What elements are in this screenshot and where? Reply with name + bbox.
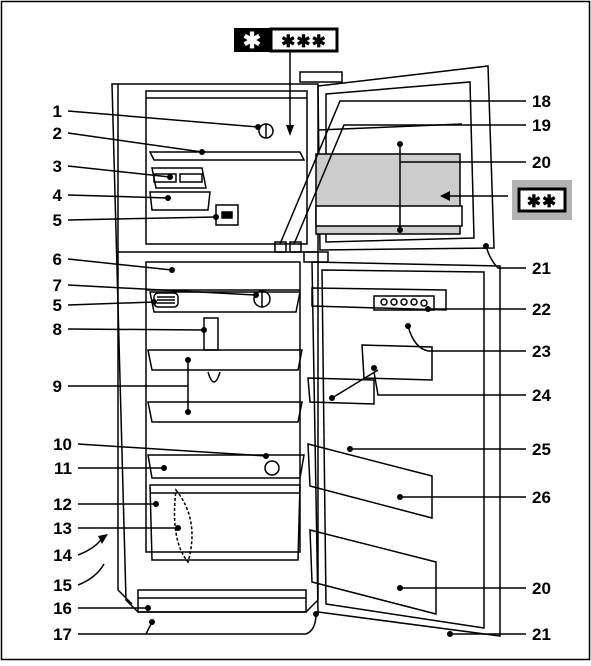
callout-2: 2 [53,124,62,143]
callout-18: 18 [532,92,551,111]
callout-15: 15 [53,576,72,595]
callout-1: 1 [53,102,62,121]
freezer-door [274,65,495,263]
callout-21: 21 [532,259,551,278]
freezer-door-rating-symbol: ✱✱ [440,180,572,220]
leader-lines-right [279,100,526,635]
freezer-rating-stars: ✱✱✱ [281,32,327,51]
callout-3: 3 [53,157,62,176]
callout-24: 24 [532,386,551,405]
callout-22: 22 [532,300,551,319]
callout-23: 23 [532,342,551,361]
cabinet [111,83,319,613]
callout-26: 26 [532,488,551,507]
callout-19: 19 [532,116,551,135]
callout-5: 5 [53,211,62,230]
callout-8: 8 [53,320,62,339]
callout-11: 11 [54,459,72,478]
callout-4: 4 [53,186,63,205]
freezer-star-symbol: ✱ [243,28,261,53]
callout-13: 13 [53,519,72,538]
callout-10: 10 [53,435,72,454]
callout-17: 17 [53,625,72,644]
callout-5b: 5 [53,296,62,315]
callout-14: 14 [53,546,72,565]
callout-20: 20 [532,153,551,172]
fridge-door [307,261,501,637]
callout-25: 25 [532,440,551,459]
freezer-rating-symbol: ✱ ✱✱✱ [234,27,339,136]
top-hinge [299,71,343,83]
callouts-left: 1 2 3 4 5 6 7 5 8 9 10 11 12 13 14 15 16… [53,102,73,644]
callout-12: 12 [53,495,72,514]
callout-16: 16 [53,599,72,618]
callout-6: 6 [53,250,62,269]
leader-dots [145,124,489,637]
callout-7: 7 [53,276,62,295]
callouts-right: 18 19 20 21 22 23 24 25 26 20 21 [532,92,551,644]
callout-9: 9 [53,377,62,396]
leader-lines-left [67,110,317,635]
callout-21b: 21 [532,625,551,644]
callout-20b: 20 [532,579,551,598]
freezer-door-stars: ✱✱ [527,192,558,211]
